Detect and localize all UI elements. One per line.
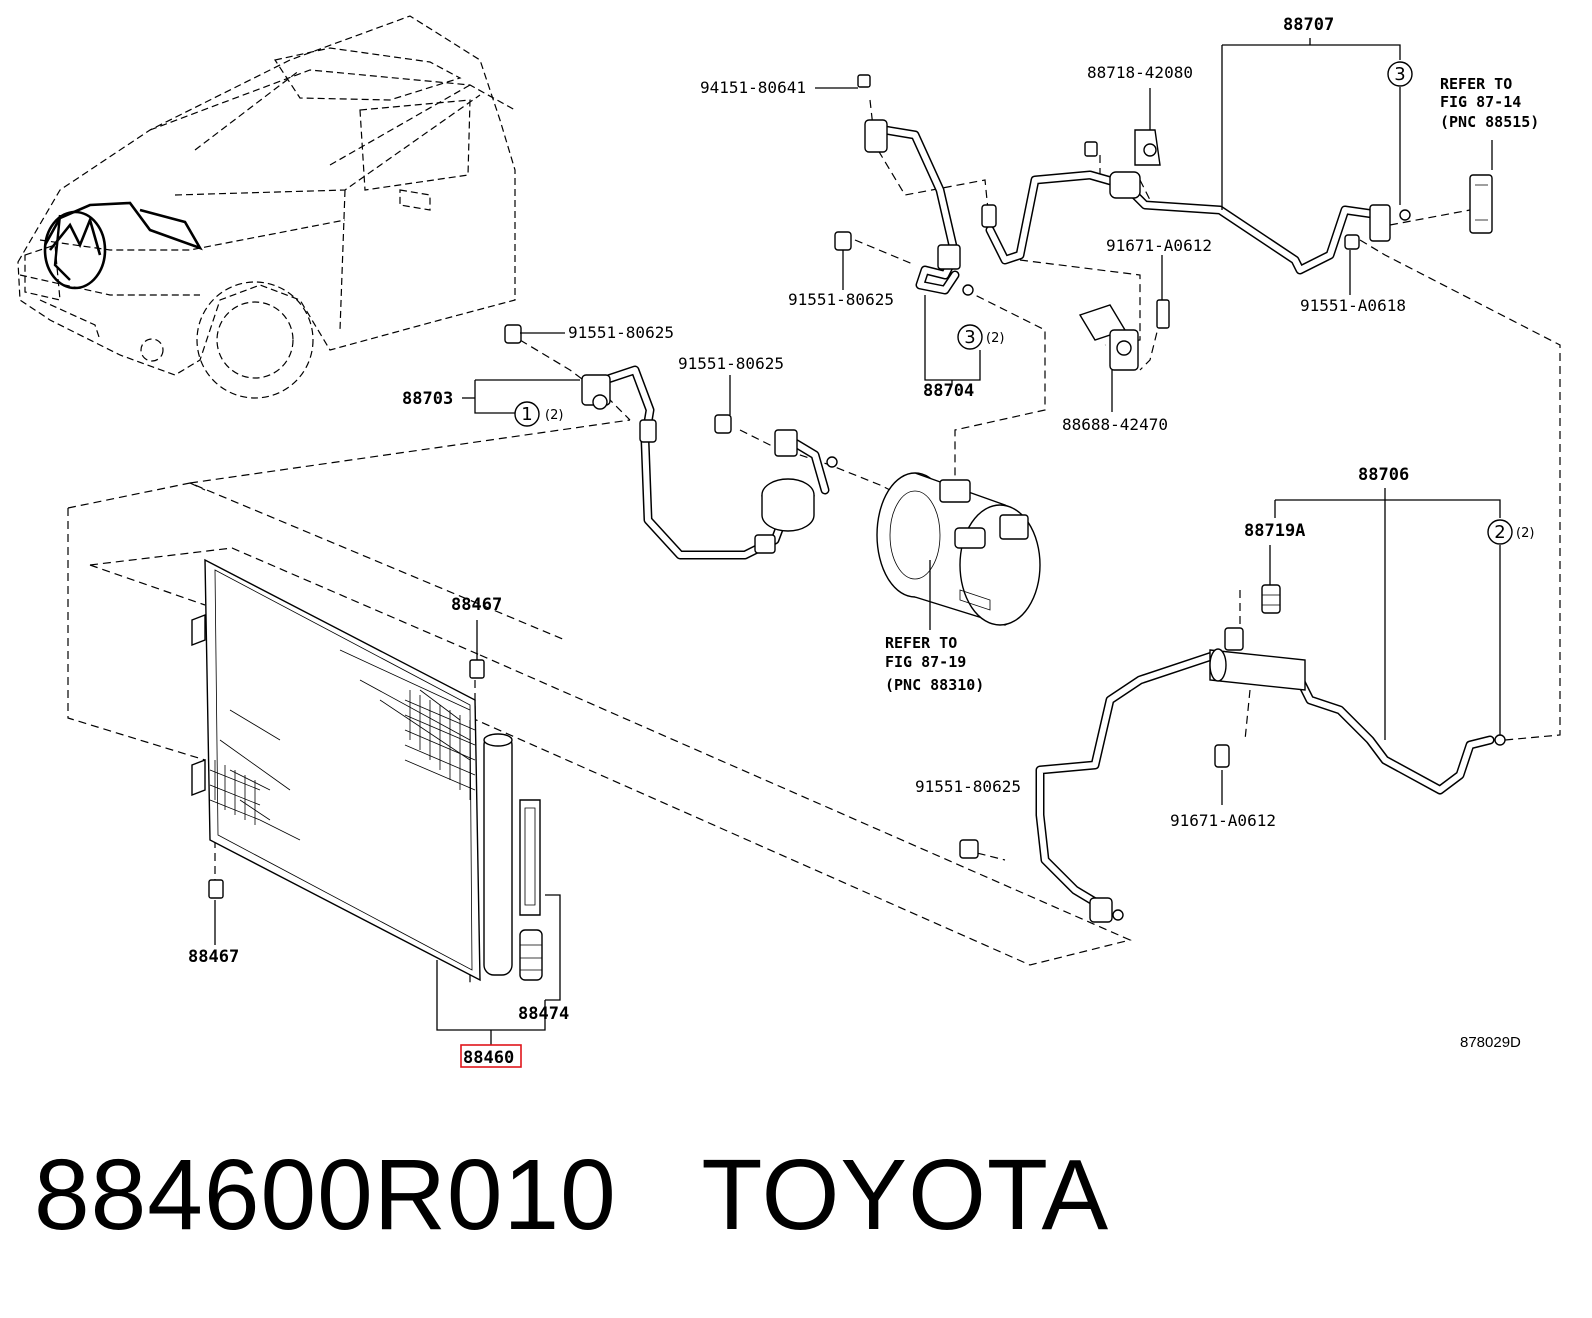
label-91671-A0612-b: 91671-A0612 [1170, 811, 1276, 830]
hose-88704 [857, 74, 981, 385]
label-91671-A0612-a: 91671-A0612 [1106, 236, 1212, 255]
label-refer-fig-87-14-line1: REFER TO [1440, 75, 1512, 93]
label-88467-top: 88467 [451, 595, 502, 615]
label-refer-fig-87-14-line3: (PNC 88515) [1440, 113, 1539, 131]
label-88704: 88704 [923, 381, 974, 401]
callout-1: 1 (2) [514, 401, 563, 427]
callout-3a: 3 [1387, 61, 1413, 87]
label-88688-42470: 88688-42470 [1062, 415, 1168, 434]
label-88719A: 88719A [1244, 521, 1305, 541]
label-88706: 88706 [1358, 465, 1409, 485]
vehicle-illustration [17, 15, 516, 399]
hose-88703 [581, 365, 838, 560]
callout-3b: 3 (2) [957, 324, 1004, 350]
label-88467-bottom: 88467 [188, 947, 239, 967]
highlight-box-88460 [460, 1044, 522, 1068]
label-refer-fig-87-19-line3: (PNC 88310) [885, 676, 984, 694]
callout-1-qty: (2) [545, 408, 563, 423]
callout-2-qty: (2) [1516, 526, 1534, 541]
label-91551-80625-c: 91551-80625 [678, 354, 784, 373]
diagram-code: 878029D [1460, 1034, 1521, 1051]
label-88703: 88703 [402, 389, 453, 409]
label-88474: 88474 [518, 1004, 569, 1024]
part-number: 884600R010 [34, 1139, 617, 1251]
label-88718-42080: 88718-42080 [1087, 63, 1193, 82]
callout-1-number: 1 [521, 404, 532, 425]
condenser-fin-grid [209, 690, 476, 825]
bracket-88688 [1078, 255, 1170, 412]
label-91551-80625-b: 91551-80625 [568, 323, 674, 342]
compressor [876, 472, 1041, 630]
label-91551-80625-d: 91551-80625 [915, 777, 1021, 796]
callout-2: 2 (2) [1487, 519, 1534, 545]
label-91551-80625-a: 91551-80625 [788, 290, 894, 309]
label-91551-A0618: 91551-A0618 [1300, 296, 1406, 315]
callout-3b-qty: (2) [986, 331, 1004, 346]
label-refer-fig-87-19-line2: FIG 87-19 [885, 653, 966, 671]
part-title: 884600R010 TOYOTA [34, 1138, 1109, 1253]
callout-2-number: 2 [1494, 522, 1505, 543]
fasteners [462, 87, 858, 434]
label-refer-fig-87-19-line1: REFER TO [885, 634, 957, 652]
label-refer-fig-87-14-line2: FIG 87-14 [1440, 93, 1521, 111]
hose-88706 [959, 488, 1506, 923]
label-88460[interactable]: 88460 [463, 1048, 514, 1068]
condenser-assembly [191, 558, 561, 1045]
part-labels: 88707 88718-42080 94151-80641 REFER TO F… [188, 15, 1539, 1068]
callout-3b-number: 3 [964, 327, 975, 348]
callout-3a-number: 3 [1394, 64, 1405, 85]
label-88707: 88707 [1283, 15, 1334, 35]
hose-88707 [981, 38, 1493, 295]
label-94151-80641: 94151-80641 [700, 78, 806, 97]
brand-name: TOYOTA [701, 1139, 1110, 1251]
